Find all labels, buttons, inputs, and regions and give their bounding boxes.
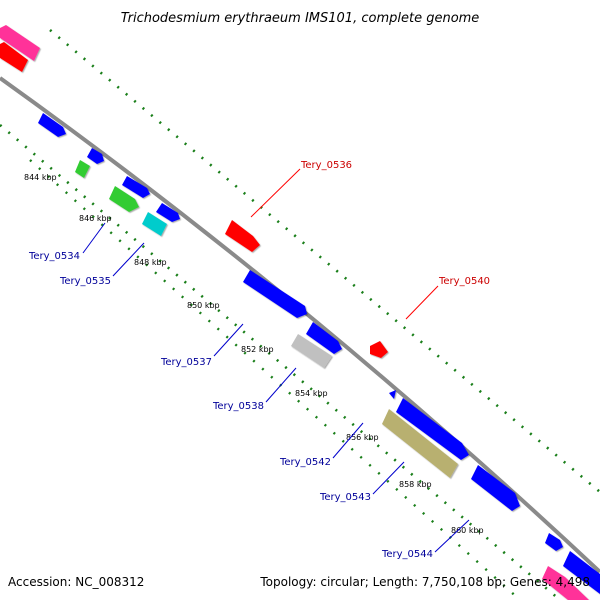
leader-tery-0540 <box>405 285 439 320</box>
gene-tery-0543 <box>382 409 458 478</box>
tick-label: 854 kbp <box>295 389 328 398</box>
gene-label-tery-0536[interactable]: Tery_0536 <box>300 160 352 171</box>
gene-blue-e <box>306 322 342 354</box>
leader-tery-0538 <box>265 367 297 403</box>
tick-labels: 844 kbp 846 kbp 848 kbp 850 kbp 852 kbp … <box>24 173 484 535</box>
tick-label: 852 kbp <box>241 345 274 354</box>
gene-blue-c <box>122 176 150 198</box>
gene-blue-g <box>563 551 600 594</box>
inner-genes <box>38 113 600 600</box>
outer-genes <box>0 25 388 358</box>
leader-tery-0534 <box>82 222 106 254</box>
tick-label: 858 kbp <box>399 480 432 489</box>
tick-label: 848 kbp <box>134 258 167 267</box>
gene-blue-f <box>545 533 563 551</box>
gene-blue-b <box>87 148 104 164</box>
gene-blue-d <box>156 203 180 222</box>
gene-blue-long <box>396 398 469 460</box>
leader-tery-0543 <box>372 461 405 495</box>
tick-label: 850 kbp <box>187 301 220 310</box>
leader-tery-0537 <box>213 323 244 357</box>
gene-green-b <box>109 186 139 212</box>
gene-label-tery-0543[interactable]: Tery_0543 <box>319 492 371 503</box>
gene-label-tery-0542[interactable]: Tery_0542 <box>279 457 331 468</box>
leader-lines <box>82 168 470 553</box>
innermost-tick-track <box>29 159 521 600</box>
outer-tick-track <box>49 29 600 493</box>
inner-tick-track <box>0 124 561 600</box>
gene-label-tery-0544[interactable]: Tery_0544 <box>381 549 433 560</box>
gene-tery-0544 <box>471 465 520 511</box>
tick-label: 860 kbp <box>451 526 484 535</box>
gene-labels: Tery_0536 Tery_0540 Tery_0534 Tery_0535 … <box>28 160 490 560</box>
gene-label-tery-0538[interactable]: Tery_0538 <box>212 401 264 412</box>
gene-tery-0540 <box>370 341 388 358</box>
leader-tery-0544 <box>434 519 470 553</box>
leader-tery-0535 <box>112 242 145 277</box>
gene-tery-0536 <box>225 220 260 252</box>
map-title: Trichodesmium erythraeum IMS101, complet… <box>121 11 480 26</box>
tick-tracks <box>0 29 600 600</box>
accession-text: Accession: NC_008312 <box>8 575 144 589</box>
gene-label-tery-0534[interactable]: Tery_0534 <box>28 251 80 262</box>
genome-stats-text: Topology: circular; Length: 7,750,108 bp… <box>259 575 590 589</box>
gene-pink-top <box>0 25 40 61</box>
gene-green-a <box>75 160 90 178</box>
gene-tery-0535 <box>142 212 167 236</box>
leader-tery-0536 <box>250 168 301 218</box>
tick-label: 856 kbp <box>346 433 379 442</box>
gene-pink-bottom <box>542 566 589 600</box>
leader-tery-0542 <box>332 422 364 459</box>
tick-label: 846 kbp <box>79 214 112 223</box>
gene-red-top <box>0 42 28 72</box>
gene-label-tery-0535[interactable]: Tery_0535 <box>59 276 111 287</box>
gene-tery-0542 <box>389 390 396 399</box>
gene-tery-0537 <box>243 270 307 318</box>
gene-blue-a <box>38 113 66 137</box>
gene-label-tery-0540[interactable]: Tery_0540 <box>438 276 490 287</box>
gene-tery-0538 <box>291 334 332 368</box>
gene-label-tery-0537[interactable]: Tery_0537 <box>160 357 212 368</box>
tick-label: 844 kbp <box>24 173 57 182</box>
